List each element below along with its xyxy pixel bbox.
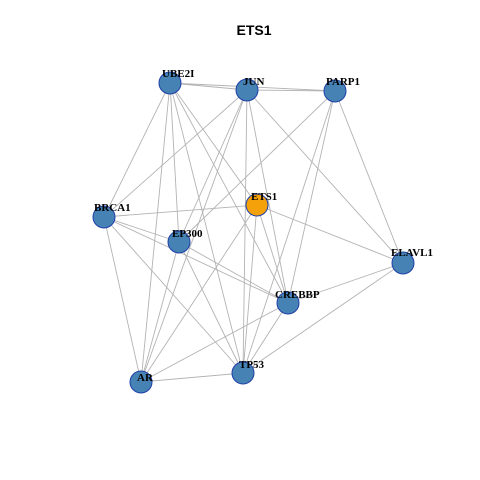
edge-ets1-tp53: [242, 204, 258, 374]
node-ep300: [167, 230, 191, 254]
edge-jun-parp1: [246, 89, 336, 92]
node-crebbp: [276, 291, 300, 315]
edge-jun-ep300: [178, 89, 248, 243]
node-label-ep300: EP300: [172, 228, 203, 240]
edge-jun-ar: [140, 89, 248, 383]
edge-ep300-tp53: [178, 241, 244, 374]
edge-jun-elavl1: [246, 89, 404, 264]
node-tp53: [231, 361, 255, 385]
edge-ets1-ar: [140, 204, 258, 383]
node-label-crebbp: CREBBP: [275, 289, 320, 301]
node-parp1: [323, 79, 347, 103]
edge-parp1-ep300: [178, 90, 336, 243]
edge-elavl1-crebbp: [287, 262, 404, 304]
edge-jun-tp53: [242, 89, 248, 374]
edge-ar-tp53: [140, 372, 244, 383]
node-label-elavl1: ELAVL1: [391, 247, 433, 259]
edge-brca1-tp53: [103, 216, 244, 374]
node-label-tp53: TP53: [239, 359, 265, 371]
edge-ube2i-brca1: [103, 82, 171, 218]
edge-parp1-crebbp: [287, 90, 336, 304]
edge-jun-brca1: [103, 89, 248, 218]
edge-ep300-crebbp: [178, 241, 289, 304]
node-brca1: [92, 205, 116, 229]
edge-ets1-brca1: [103, 204, 258, 218]
edge-parp1-tp53: [242, 90, 336, 374]
node-ube2i: [158, 71, 182, 95]
node-jun: [235, 78, 259, 102]
node-label-ar: AR: [137, 372, 154, 384]
edge-crebbp-ar: [140, 302, 289, 383]
edge-ube2i-ar: [140, 82, 171, 383]
edge-brca1-ar: [103, 216, 142, 383]
edge-ep300-ar: [140, 241, 180, 383]
node-label-ube2i: UBE2I: [162, 68, 194, 80]
edge-crebbp-tp53: [242, 302, 289, 374]
node-ets1: [245, 193, 269, 217]
nodes-layer: [92, 71, 415, 394]
node-label-ets1: ETS1: [251, 191, 277, 203]
edge-ube2i-jun: [169, 82, 248, 91]
edge-parp1-elavl1: [334, 90, 404, 264]
edges-layer: [103, 82, 404, 383]
edge-brca1-ep300: [103, 216, 180, 243]
node-ar: [129, 370, 153, 394]
edge-elavl1-tp53: [242, 262, 404, 374]
edge-ube2i-tp53: [169, 82, 244, 374]
plot-title: ETS1: [236, 22, 271, 38]
edge-jun-crebbp: [246, 89, 289, 304]
edge-ets1-elavl1: [256, 204, 404, 264]
edge-ets1-crebbp: [256, 204, 289, 304]
edge-ube2i-ep300: [169, 82, 180, 243]
edge-brca1-crebbp: [103, 216, 289, 304]
node-label-brca1: BRCA1: [94, 202, 131, 214]
node-elavl1: [391, 251, 415, 275]
node-label-jun: JUN: [243, 76, 264, 88]
edge-ube2i-ets1: [169, 82, 258, 206]
node-label-parp1: PARP1: [326, 76, 360, 88]
